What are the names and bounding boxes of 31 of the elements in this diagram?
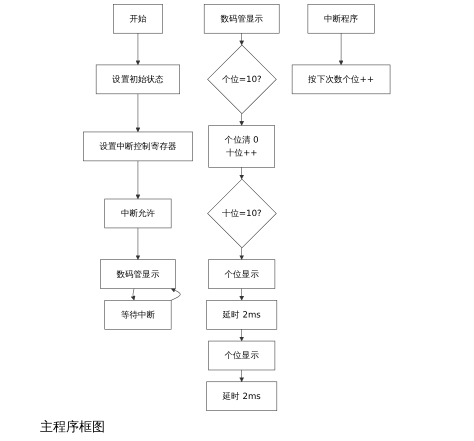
arrow: [240, 370, 244, 382]
node-box: 延时 2ms: [206, 382, 278, 411]
node-box: 按下次数个位++: [292, 64, 391, 94]
node-diamond: 十位=10?: [208, 178, 277, 248]
arrow: [240, 329, 244, 342]
arrow: [136, 160, 141, 200]
arrow: [171, 288, 181, 301]
node-box: 数码管显示: [100, 259, 176, 289]
arrow: [240, 167, 244, 180]
node-box: 开始: [113, 4, 164, 34]
arrow: [339, 32, 344, 66]
node-box: 个位清 0 十位++: [208, 125, 276, 168]
node-box: 中断允许: [104, 198, 172, 228]
arrow: [240, 248, 244, 260]
node-box: 数码管显示: [204, 4, 280, 34]
node-box: 延时 2ms: [206, 300, 278, 330]
arrow: [136, 228, 141, 260]
node-box: 设置中断控制寄存器: [83, 132, 194, 162]
node-box: 个位显示: [208, 340, 276, 370]
arrow: [240, 32, 244, 46]
node-box: 等待中断: [104, 300, 172, 330]
node-box: 设置初始状态: [96, 64, 180, 94]
node-box: 个位显示: [208, 259, 276, 289]
arrow: [131, 288, 136, 301]
node-box: 中断程序: [308, 4, 375, 34]
node-diamond: 个位=10?: [208, 44, 277, 114]
arrow: [136, 94, 141, 132]
arrow: [240, 113, 244, 126]
caption-text: 主程序框图: [40, 419, 105, 436]
arrow: [136, 32, 141, 66]
arrow: [240, 288, 244, 301]
